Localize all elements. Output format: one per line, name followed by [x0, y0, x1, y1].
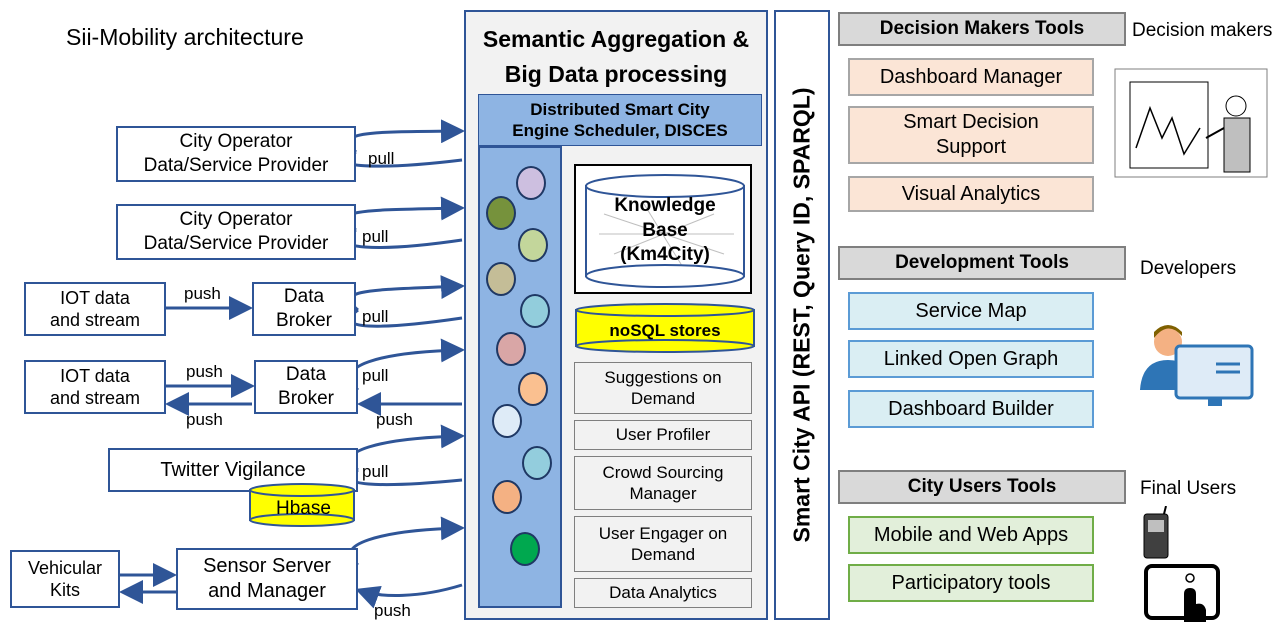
tool-service-map: Service Map [848, 292, 1094, 330]
final-users-label: Final Users [1140, 478, 1237, 499]
tool-smart-decision-support: Smart Decision Support [848, 106, 1094, 164]
process-dot [522, 446, 552, 480]
tool-visual-analytics: Visual Analytics [848, 176, 1094, 212]
pull-label: pull [362, 366, 389, 385]
decision-makers-label: Decision makers [1132, 20, 1273, 41]
pull-arrow-1 [347, 119, 465, 154]
nosql-cylinder [575, 303, 755, 353]
push-label: push [374, 601, 411, 620]
tablet-touch-icon [1144, 564, 1220, 622]
service-user-profiler: User Profiler [574, 420, 752, 450]
push-label: push [186, 362, 223, 381]
api-label: Smart City API (REST, Query ID, SPARQL) [788, 87, 815, 543]
diagram-title: Sii-Mobility architecture [66, 24, 304, 50]
process-dot [520, 294, 550, 328]
service-data-analytics: Data Analytics [574, 578, 752, 608]
push-label: push [184, 284, 221, 303]
process-dot [492, 404, 522, 438]
phone-icon [1143, 506, 1169, 559]
hbase-label: Hbase [276, 498, 331, 519]
pull-label: pull [362, 462, 389, 481]
push-arrow-sensor [355, 583, 463, 609]
knowledge-base-cylinder [585, 174, 745, 288]
pull-label: pull [368, 149, 395, 168]
developers-label: Developers [1140, 258, 1237, 279]
pull-label: pull [362, 307, 389, 326]
pull-arrow-6 [348, 516, 465, 567]
tool-dashboard-builder: Dashboard Builder [848, 390, 1094, 428]
tool-mobile-web-apps: Mobile and Web Apps [848, 516, 1094, 554]
push-label: push [376, 410, 413, 429]
process-dot [492, 480, 522, 514]
tool-dashboard-manager: Dashboard Manager [848, 58, 1094, 96]
process-dot [510, 532, 540, 566]
pull-loop-1 [343, 150, 463, 168]
process-dot [518, 228, 548, 262]
tool-linked-open-graph: Linked Open Graph [848, 340, 1094, 378]
process-dot [486, 262, 516, 296]
center-title: Semantic Aggregation &Big Data processin… [482, 26, 750, 87]
city-users-tools-header: City Users Tools [838, 470, 1126, 504]
api-bar [774, 10, 830, 620]
development-tools-header: Development Tools [838, 246, 1126, 280]
push-label: push [186, 410, 223, 429]
process-dot [486, 196, 516, 230]
nosql-label: noSQL stores [609, 321, 721, 340]
process-dot [496, 332, 526, 366]
pull-label: pull [362, 227, 389, 246]
process-dot [518, 372, 548, 406]
tool-participatory: Participatory tools [848, 564, 1094, 602]
developer-icon [1140, 325, 1254, 406]
process-dot [516, 166, 546, 200]
decision-maker-icon [1114, 68, 1268, 178]
decision-tools-header: Decision Makers Tools [838, 12, 1126, 46]
hbase-cylinder [249, 483, 355, 527]
